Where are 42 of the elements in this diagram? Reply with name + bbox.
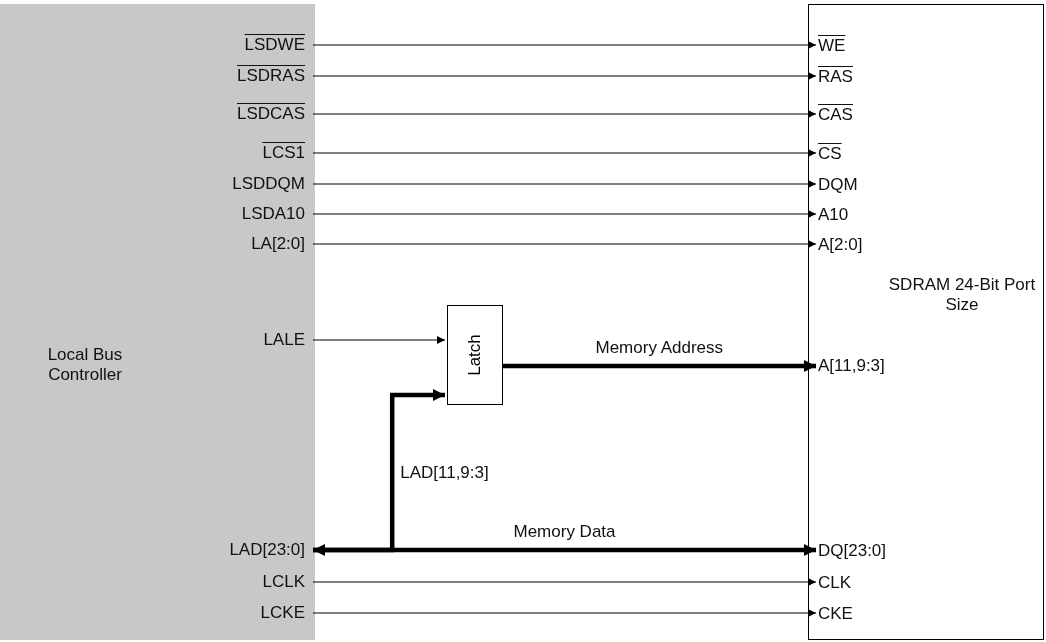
pin-label: LSDDQM <box>232 174 305 194</box>
pin-label: WE <box>818 36 846 56</box>
pin-label: CAS <box>818 105 853 125</box>
arrow <box>312 210 817 218</box>
edge-label: Memory Address <box>595 338 724 358</box>
pin-label: A[11,9:3] <box>818 356 885 376</box>
pin-label: A10 <box>818 205 849 225</box>
pin-label: CKE <box>818 604 853 624</box>
pin-label: LSDWE <box>244 35 305 55</box>
block-title: SDRAM 24-Bit Port Size <box>887 275 1037 315</box>
arrow <box>312 110 817 118</box>
pin-label: RAS <box>818 67 853 87</box>
pin-label: LCLK <box>262 572 305 592</box>
arrow <box>313 544 816 556</box>
pin-label: LA[2:0] <box>251 234 305 254</box>
arrow <box>312 609 817 617</box>
pin-label: CS <box>818 144 842 164</box>
arrow <box>312 240 817 248</box>
latch-box <box>447 305 503 405</box>
latch-label: Latch <box>465 334 485 376</box>
arrow <box>503 360 816 372</box>
block-box <box>808 4 1044 640</box>
arrow <box>312 72 817 80</box>
block-box <box>0 4 315 640</box>
arrow <box>312 336 446 344</box>
arrow <box>312 149 817 157</box>
pin-label: LCKE <box>260 603 305 623</box>
pin-label: CLK <box>818 573 852 593</box>
pin-label: LAD[23:0] <box>229 540 305 560</box>
pin-label: A[2:0] <box>818 235 863 255</box>
pin-label: DQ[23:0] <box>818 541 887 561</box>
pin-label: LSDRAS <box>236 66 305 86</box>
pin-label: LSDCAS <box>236 104 305 124</box>
arrow <box>312 578 817 586</box>
pin-label: LCS1 <box>262 143 305 163</box>
pin-label: DQM <box>818 175 858 195</box>
block-title: Local Bus Controller <box>46 345 124 385</box>
arrow <box>312 180 817 188</box>
edge-label: Memory Data <box>513 522 616 542</box>
arrow <box>312 41 817 49</box>
pin-label: LSDA10 <box>241 204 305 224</box>
pin-label: LALE <box>263 330 305 350</box>
